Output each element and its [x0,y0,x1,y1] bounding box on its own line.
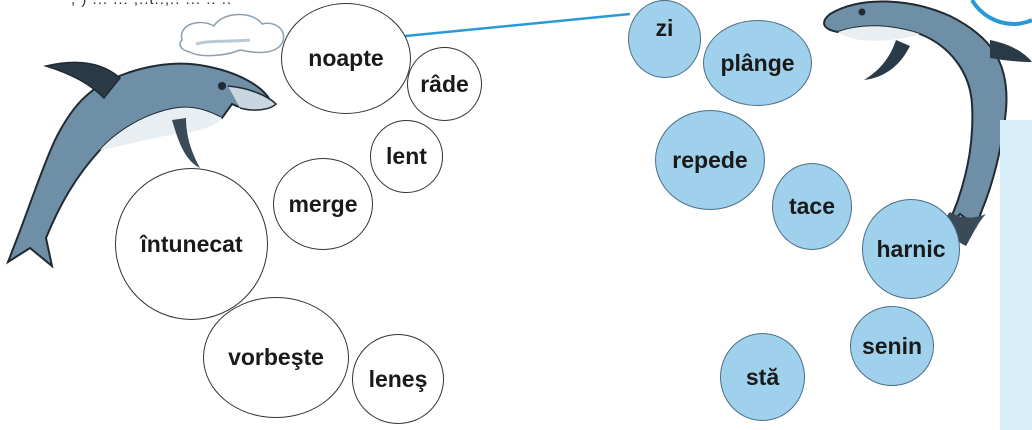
word-bubble-intunecat[interactable]: întunecat [115,168,268,320]
word-label: vorbeşte [228,344,324,370]
word-label: harnic [876,235,946,262]
word-bubble-senin[interactable]: senin [850,306,934,386]
word-label: plânge [720,49,795,76]
word-label: stă [745,363,780,390]
cloud-icon [179,13,285,57]
word-label: noapte [308,45,384,71]
word-label: râde [420,70,469,97]
word-label: merge [288,190,358,217]
word-bubble-zi[interactable]: zi [628,0,701,78]
illustration [5,0,1032,269]
word-bubble-harnic[interactable]: harnic [862,199,960,299]
word-label: tace [788,193,836,219]
word-label: leneş [368,365,428,392]
word-bubble-lent[interactable]: lent [370,120,443,193]
word-bubble-sta[interactable]: stă [720,333,805,421]
word-label: întunecat [140,230,243,257]
word-bubble-lenes[interactable]: leneş [352,334,444,424]
word-bubble-plange[interactable]: plânge [703,20,812,106]
word-label: lent [386,143,427,169]
word-label: zi [655,15,674,41]
word-bubble-rade[interactable]: râde [407,47,482,121]
word-bubble-merge[interactable]: merge [273,158,373,250]
word-bubble-repede[interactable]: repede [655,110,765,210]
word-label: senin [861,332,923,359]
word-bubble-tace[interactable]: tace [772,163,852,250]
word-label: repede [672,146,748,173]
word-bubble-vorbeste[interactable]: vorbeşte [203,297,349,418]
right-dolphin-icon [823,0,1032,246]
header-text: ' , ) ... ... ,..t..,.. ... .. .. [62,0,232,8]
word-bubble-noapte[interactable]: noapte [281,3,411,114]
connection-line [402,12,631,38]
side-panel [1000,120,1032,430]
left-dolphin-icon [5,61,278,269]
